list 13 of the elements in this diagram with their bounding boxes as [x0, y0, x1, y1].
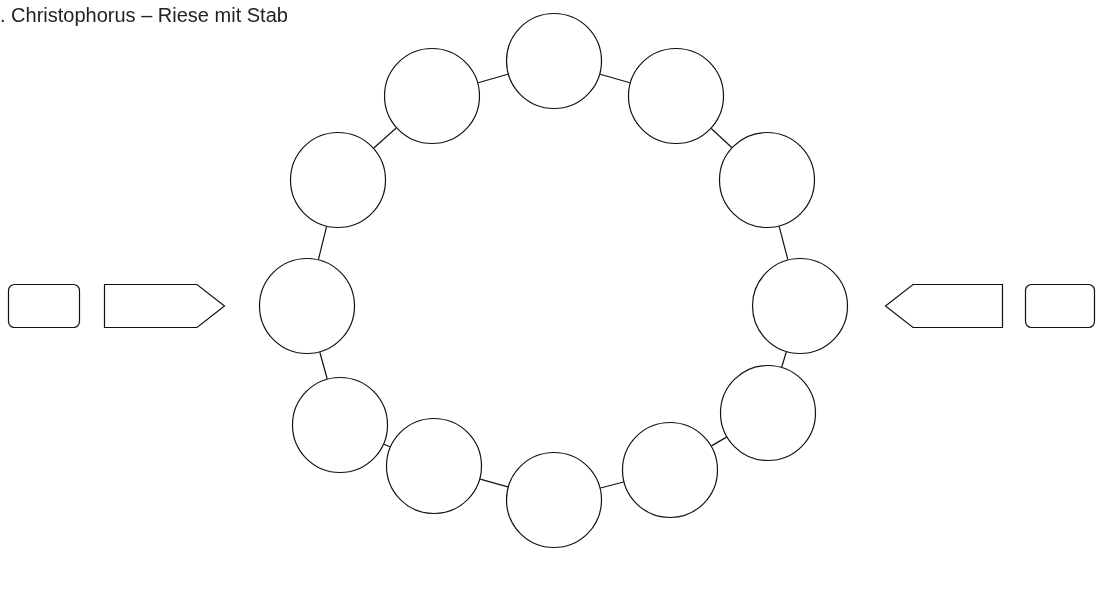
connector-line: [373, 127, 397, 149]
title: . Christophorus – Riese mit Stab: [0, 4, 288, 27]
connector-line: [479, 478, 509, 488]
connector-line: [710, 436, 728, 447]
connector-line: [383, 443, 391, 448]
connector-line: [477, 73, 509, 84]
connector-line: [317, 226, 328, 260]
connector-line: [781, 351, 787, 368]
connector-line: [778, 225, 789, 261]
connector-line: [599, 73, 631, 84]
connector-line: [319, 351, 328, 380]
connector-line: [599, 481, 625, 489]
connector-line: [710, 127, 733, 149]
